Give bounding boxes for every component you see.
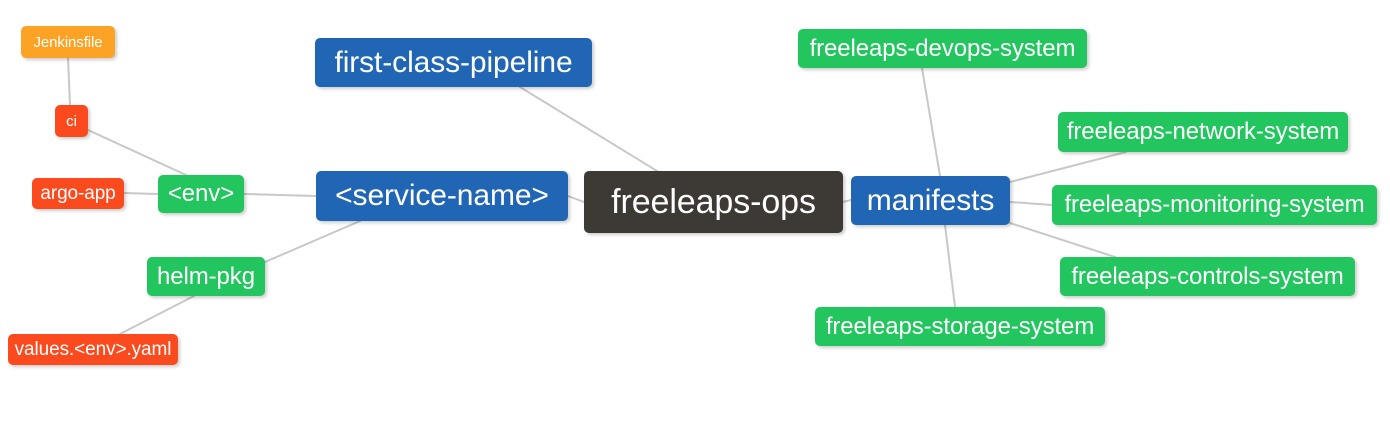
edge-service-to-helm bbox=[264, 220, 361, 263]
edge-env-to-argo bbox=[123, 192, 159, 195]
mindmap-node-helm[interactable]: helm-pkg bbox=[147, 257, 265, 296]
mindmap-node-devops[interactable]: freeleaps-devops-system bbox=[798, 29, 1087, 68]
edge-manifests-to-devops bbox=[921, 67, 941, 177]
mindmap-node-root[interactable]: freeleaps-ops bbox=[584, 171, 843, 233]
mindmap-node-env[interactable]: <env> bbox=[158, 175, 244, 213]
mindmap-node-values[interactable]: values.<env>.yaml bbox=[8, 334, 178, 365]
mindmap-node-monitoring[interactable]: freeleaps-monitoring-system bbox=[1052, 185, 1377, 225]
mindmap-node-argo[interactable]: argo-app bbox=[32, 178, 124, 209]
mindmap-node-manifests[interactable]: manifests bbox=[851, 176, 1010, 225]
edge-helm-to-values bbox=[119, 295, 195, 335]
mindmap-node-pipeline[interactable]: first-class-pipeline bbox=[315, 38, 592, 87]
edge-service-to-env bbox=[243, 193, 317, 197]
edge-env-to-ci bbox=[87, 129, 187, 176]
edge-manifests-to-monitoring bbox=[1009, 201, 1053, 206]
edge-manifests-to-storage bbox=[944, 224, 956, 308]
mindmap-node-storage[interactable]: freeleaps-storage-system bbox=[815, 307, 1105, 346]
edge-root-to-pipeline bbox=[519, 86, 658, 172]
mindmap-node-network[interactable]: freeleaps-network-system bbox=[1058, 112, 1348, 152]
mindmap-node-service[interactable]: <service-name> bbox=[316, 171, 568, 221]
mindmap-node-controls[interactable]: freeleaps-controls-system bbox=[1060, 257, 1355, 296]
mindmap-node-ci[interactable]: ci bbox=[55, 105, 88, 137]
edge-root-to-manifests bbox=[842, 199, 852, 203]
edge-manifests-to-controls bbox=[1009, 222, 1116, 258]
mindmap-node-jenkinsfile[interactable]: Jenkinsfile bbox=[21, 26, 115, 58]
edge-root-to-service bbox=[567, 195, 585, 203]
edge-ci-to-jenkinsfile bbox=[67, 57, 71, 106]
edge-manifests-to-network bbox=[1009, 151, 1127, 183]
